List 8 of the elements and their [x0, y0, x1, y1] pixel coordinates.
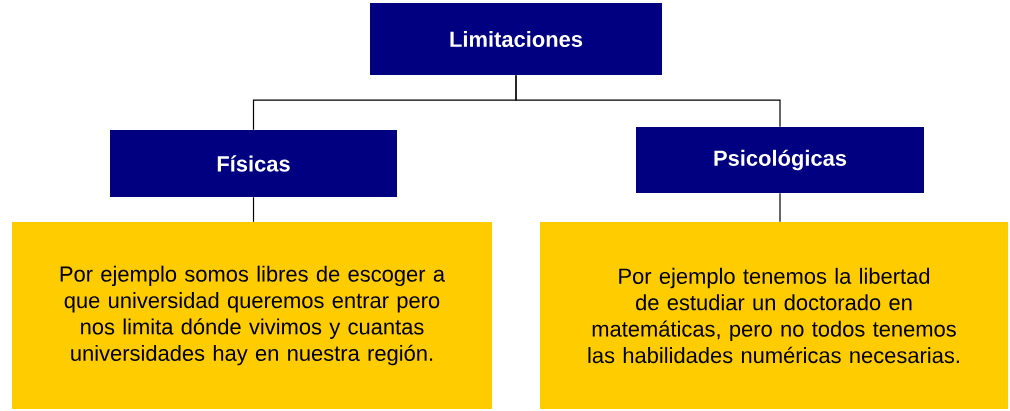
category-box: Limitaciones	[370, 3, 662, 75]
category-box: Físicas	[110, 130, 397, 197]
connector-line	[252, 196, 255, 223]
connector-line	[779, 192, 781, 223]
example-box: Por ejemplo tenemos la libertad de estudiar un doctorado en matemáticas, pero no todos tenemos las habilidades numéricas necesarias.	[540, 222, 1008, 409]
connector-line	[515, 74, 781, 128]
example-box: Por ejemplo somos libres de escoger a que universidad queremos entrar pero nos limita dónde vivimos y cuantas universidades hay en nuestra región.	[12, 222, 492, 409]
category-box: Psicológicas	[636, 127, 924, 193]
